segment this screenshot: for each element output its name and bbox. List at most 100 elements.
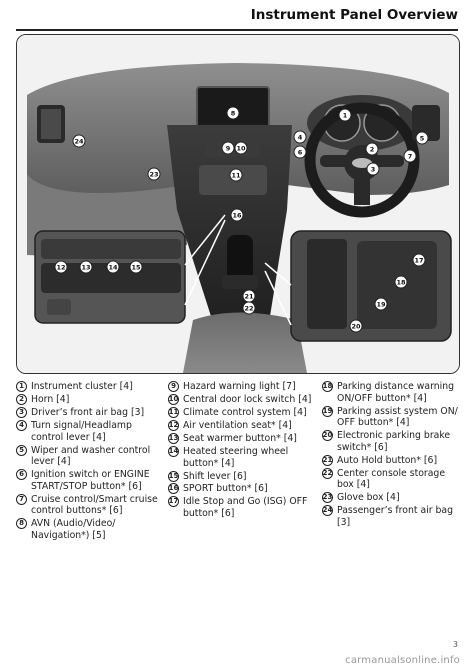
callout-marker [147, 167, 161, 181]
callout-marker [366, 162, 380, 176]
callout-marker-label: 1 [343, 111, 348, 119]
legend-text: AVN (Audio/Video/ Navigation*) [5] [31, 518, 116, 541]
callout-number: 1 [16, 381, 27, 392]
callout-marker [72, 134, 86, 148]
callout-marker [234, 141, 248, 155]
title-divider [16, 29, 458, 31]
legend-text: Horn [4] [31, 393, 70, 405]
callout-number: 3 [16, 406, 27, 418]
legend-text: Wiper and washer control lever [4] [31, 444, 151, 468]
callout-number: 5 [16, 444, 27, 456]
callout-number: 14 [168, 445, 179, 457]
callout-number: 10 [168, 393, 179, 405]
callout-marker-label: 6 [298, 148, 303, 156]
callout-marker-label: 5 [420, 134, 425, 142]
callout-marker [229, 168, 243, 182]
legend-text: Cruise control/Smart cruise control butt… [31, 493, 158, 517]
legend-item: 4 Turn signal/Headlamp control lever [4] [16, 419, 161, 443]
legend-item: 14 Heated steering wheel button* [4] [168, 445, 318, 469]
legend-item: 6 Ignition switch or ENGINE START/STOP bu… [16, 469, 161, 492]
page-title: Instrument Panel Overview [250, 7, 458, 23]
callout-marker [230, 208, 244, 222]
callout-number: 2 [16, 393, 27, 405]
legend-text: Passenger’s front air bag [3] [337, 505, 454, 528]
legend-text: Heated steering wheel button* [4] [183, 445, 289, 469]
callout-number: 7 [16, 493, 27, 505]
legend-item: 2 Horn [4] [16, 393, 161, 406]
legend-item: 24 Passenger’s front air bag [3] [322, 505, 462, 528]
callout-number: 12 [168, 419, 179, 431]
legend-text: SPORT button* [6] [183, 483, 268, 495]
callout-number: 19 [322, 405, 333, 417]
callout-marker-label: 2 [370, 145, 375, 153]
legend-text: Shift lever [6] [183, 470, 247, 482]
callout-number: 18 [322, 381, 333, 392]
callout-marker-label: 18 [396, 278, 406, 286]
callout-marker [226, 106, 240, 120]
callout-marker-label: 13 [81, 263, 90, 271]
callout-marker-label: 22 [244, 304, 253, 312]
callout-number: 16 [168, 483, 179, 495]
callout-marker-label: 12 [56, 263, 65, 271]
callout-marker [349, 319, 363, 333]
legend-text: Idle Stop and Go (ISG) OFF button* [6] [183, 496, 308, 520]
legend-text: Turn signal/Headlamp control lever [4] [31, 419, 132, 443]
callout-marker-label: 20 [351, 322, 361, 330]
callout-marker-label: 23 [149, 170, 158, 178]
callout-marker-label: 11 [231, 171, 241, 179]
watermark: carmanualsonline.info [345, 655, 460, 666]
legend-item: 16 SPORT button* [6] [168, 483, 318, 495]
callout-number: 22 [322, 467, 333, 479]
callout-marker-label: 16 [232, 211, 242, 219]
callout-number: 9 [168, 381, 179, 392]
legend-text: Central door lock switch [4] [183, 393, 312, 405]
callout-marker [365, 142, 379, 156]
callout-marker-label: 19 [376, 300, 386, 308]
callout-marker [403, 149, 417, 163]
callout-marker-label: 17 [414, 256, 423, 264]
legend-item: 7 Cruise control/Smart cruise control but… [16, 493, 161, 517]
callout-marker-label: 7 [408, 152, 413, 160]
callout-number: 20 [322, 430, 333, 442]
callout-marker [293, 130, 307, 144]
callout-marker-label: 24 [74, 137, 84, 145]
callout-marker [221, 141, 235, 155]
header: Instrument Panel Overview [0, 0, 474, 31]
callout-marker-label: 10 [236, 144, 246, 152]
callout-number: 4 [16, 419, 27, 431]
callout-marker-label: 4 [298, 133, 303, 141]
callout-marker [394, 275, 408, 289]
legend-item: 12 Air ventilation seat* [4] [168, 419, 318, 432]
callout-number: 23 [322, 492, 333, 504]
callout-marker-label: 14 [108, 263, 118, 271]
callout-marker-label: 9 [226, 144, 231, 152]
legend-text: Climate control system [4] [183, 406, 307, 418]
legend-text: Ignition switch or ENGINE START/STOP but… [31, 469, 150, 492]
callout-marker-label: 21 [244, 292, 254, 300]
legend-item: 1 Instrument cluster [4] [16, 381, 161, 393]
legend-item: 5 Wiper and washer control lever [4] [16, 444, 161, 468]
callout-marker [79, 260, 93, 274]
legend-text: Parking assist system ON/ OFF button* [4… [337, 405, 458, 429]
callout-marker [338, 108, 352, 122]
callout-marker [412, 253, 426, 267]
callout-number: 6 [16, 469, 27, 481]
callout-number: 24 [322, 505, 333, 517]
legend-text: Instrument cluster [4] [31, 381, 133, 392]
callout-marker [242, 301, 256, 315]
callout-marker [54, 260, 68, 274]
legend-text: Air ventilation seat* [4] [183, 419, 292, 431]
callout-number: 8 [16, 518, 27, 530]
callout-marker-label: 15 [131, 263, 141, 271]
